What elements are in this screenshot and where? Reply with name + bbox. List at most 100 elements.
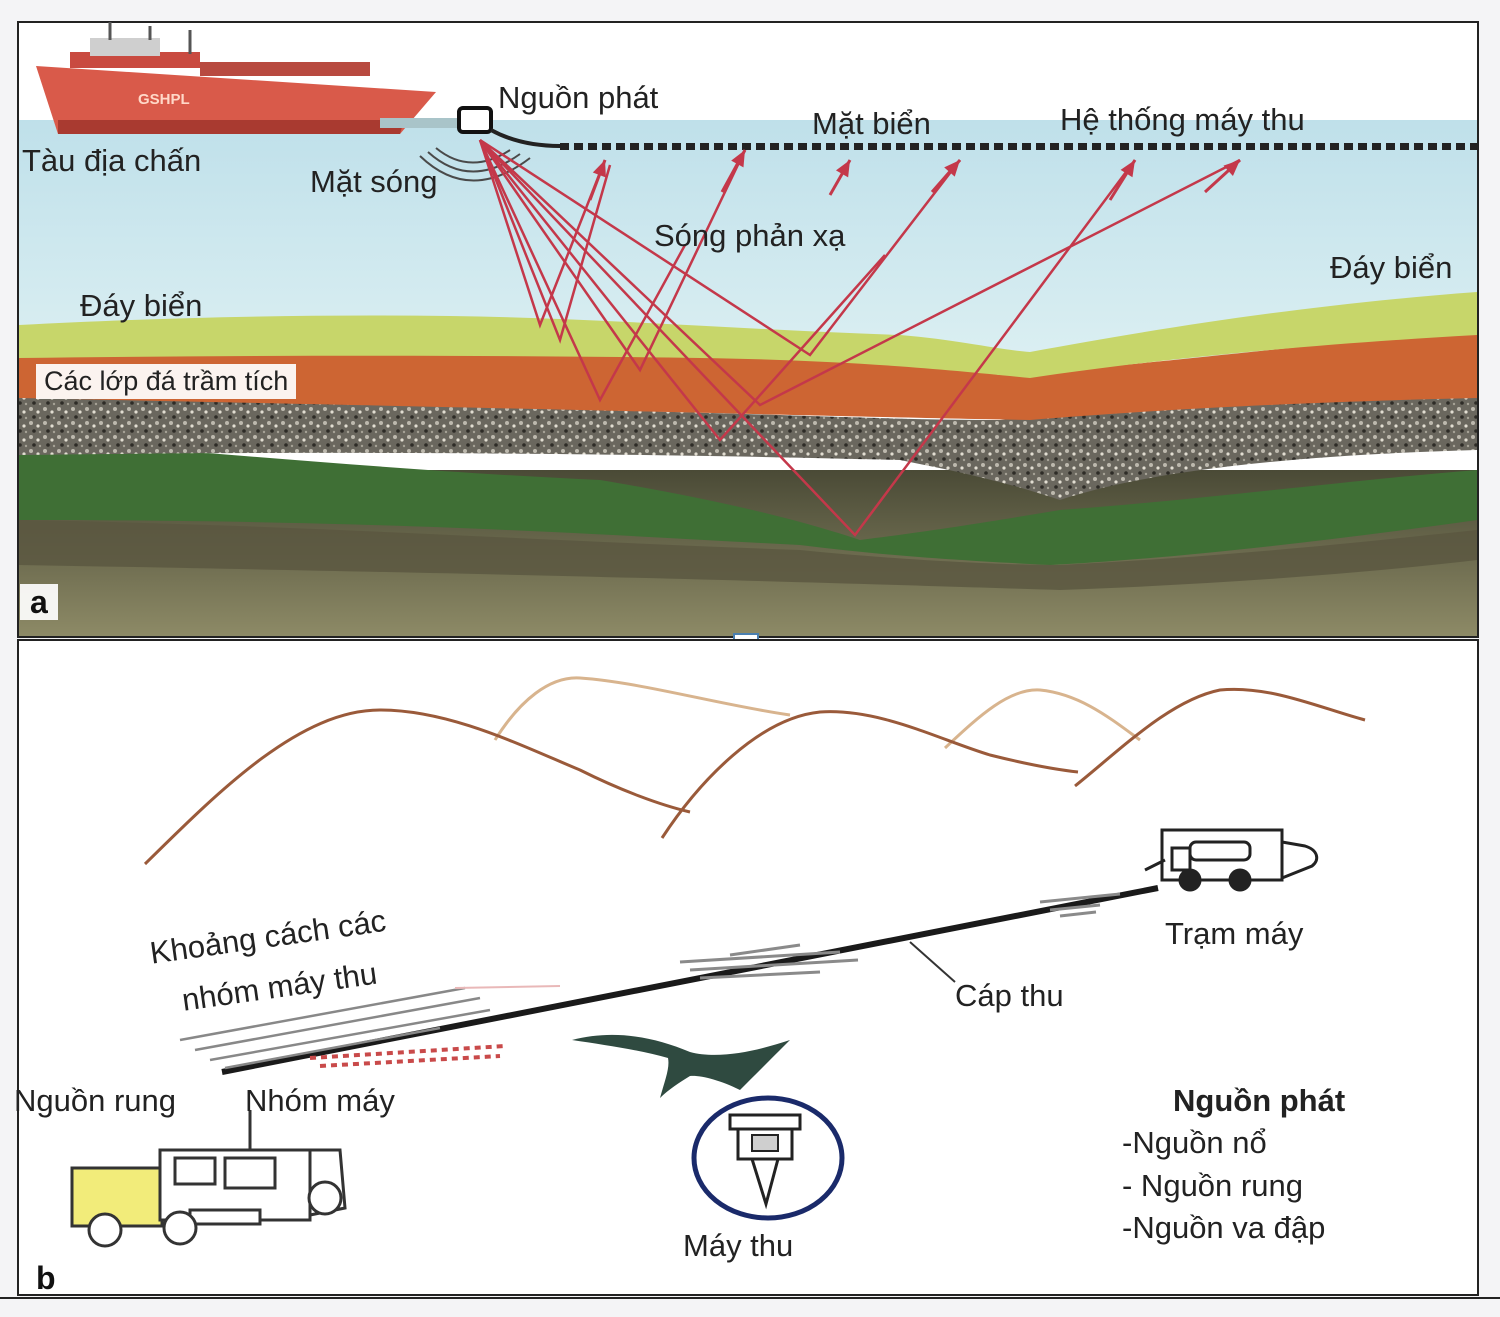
streamer-segment (1218, 143, 1227, 150)
streamer-segment (770, 143, 779, 150)
streamer-segment (1190, 143, 1199, 150)
streamer-segment (952, 143, 961, 150)
streamer-segment (1470, 143, 1479, 150)
label-geophone-group: Nhóm máy (245, 1083, 395, 1118)
streamer-segment (1008, 143, 1017, 150)
streamer-segment (1288, 143, 1297, 150)
source-box (457, 106, 493, 134)
streamer-segment (1162, 143, 1171, 150)
label-receiver: Máy thu (683, 1228, 794, 1263)
geophone-cluster-right (1039, 892, 1121, 918)
recording-truck (1144, 828, 1319, 892)
streamer-segment (1442, 143, 1451, 150)
reflection-rays (478, 138, 1241, 537)
source-list-item-vibrator: - Nguồn rung (1122, 1168, 1303, 1203)
streamer-segment (938, 143, 947, 150)
streamer-segment (868, 143, 877, 150)
reflection-arrows (588, 149, 1242, 201)
streamer-segment (896, 143, 905, 150)
streamer-segment (700, 143, 709, 150)
label-seismic-ship: Tàu địa chấn (22, 143, 202, 178)
deep-green-layer (19, 440, 1477, 565)
reflection-ray (479, 139, 886, 442)
streamer-segment (994, 143, 1003, 150)
source-list-heading: Nguồn phát (1173, 1083, 1346, 1118)
label-source: Nguồn phát (498, 80, 659, 115)
label-reflected-waves: Sóng phản xạ (654, 218, 846, 253)
streamer-segment (784, 143, 793, 150)
gravel-layer (19, 395, 1477, 500)
label-seabed-left: Đáy biển (80, 288, 203, 323)
label-wavefront: Mặt sóng (310, 164, 438, 199)
streamer-segment (1036, 143, 1045, 150)
streamer-segment (854, 143, 863, 150)
label-seabed-right: Đáy biển (1330, 250, 1453, 285)
streamer-lead (490, 128, 561, 148)
streamer-segment (1148, 143, 1157, 150)
seabed-layer (19, 292, 1477, 378)
streamer-segment (1400, 143, 1409, 150)
streamer-segment (560, 143, 569, 150)
panel-b (0, 639, 1500, 1299)
label-recording-station: Trạm máy (1165, 916, 1304, 951)
streamer-segment (1134, 143, 1143, 150)
reflection-arrow-head (1120, 160, 1135, 178)
streamer-segment (756, 143, 765, 150)
reflection-arrow-head (944, 160, 960, 177)
label-receiver-system: Hệ thống máy thu (1060, 102, 1305, 137)
ship-wake (380, 118, 462, 128)
reflection-arrow-head (731, 150, 745, 168)
zoom-arrow (572, 1034, 790, 1098)
panel-a-letter: a (20, 584, 58, 620)
panel-a: GSHPL (17, 21, 1479, 638)
streamer-segment (798, 143, 807, 150)
source-list-item-impact: -Nguồn va đập (1122, 1210, 1326, 1245)
streamer-segment (1428, 143, 1437, 150)
streamer-segment (1120, 143, 1129, 150)
streamer-segment (1176, 143, 1185, 150)
streamer-segment (826, 143, 835, 150)
ship-name: GSHPL (138, 91, 190, 108)
geophone-receiver-icon (691, 1095, 845, 1221)
streamer-segment (1456, 143, 1465, 150)
label-sediment-layers: Các lớp đá trầm tích (36, 364, 297, 399)
reflection-ray (478, 139, 612, 344)
streamer-segment (1078, 143, 1087, 150)
group-spacing-leader (454, 985, 561, 989)
streamer-segment (1414, 143, 1423, 150)
streamer-segment (1274, 143, 1283, 150)
streamer-segment (714, 143, 723, 150)
label-receiver-cable: Cáp thu (955, 978, 1064, 1013)
streamer-segment (1246, 143, 1255, 150)
back-hills (493, 676, 1141, 750)
streamer-segment (672, 143, 681, 150)
streamer-segment (1022, 143, 1031, 150)
reflection-ray (478, 139, 747, 373)
geophone-group-red (309, 1044, 506, 1068)
streamer-segment (1344, 143, 1353, 150)
streamer-segment (1260, 143, 1269, 150)
streamer-segment (910, 143, 919, 150)
streamer-segment (840, 143, 849, 150)
reflection-ray (478, 139, 607, 329)
streamer-segment (1386, 143, 1395, 150)
reflection-ray (479, 139, 1137, 537)
streamer-segment (574, 143, 583, 150)
streamer-segment (966, 143, 975, 150)
streamer-segment (658, 143, 667, 150)
geophone-cluster-mid (679, 943, 859, 980)
streamer-segment (1092, 143, 1101, 150)
streamer-segment (630, 143, 639, 150)
group-spacing-lines (179, 986, 491, 1070)
receiver-cable (221, 885, 1159, 1075)
streamer-segment (602, 143, 611, 150)
streamer-segment (728, 143, 737, 150)
streamer-segment (616, 143, 625, 150)
streamer-segment (980, 143, 989, 150)
reflection-arrow-head (1223, 160, 1240, 176)
streamer-segment (742, 143, 751, 150)
front-hills (143, 687, 1366, 866)
source-list-item-explosive: -Nguồn nổ (1122, 1125, 1267, 1160)
streamer-segment (1302, 143, 1311, 150)
